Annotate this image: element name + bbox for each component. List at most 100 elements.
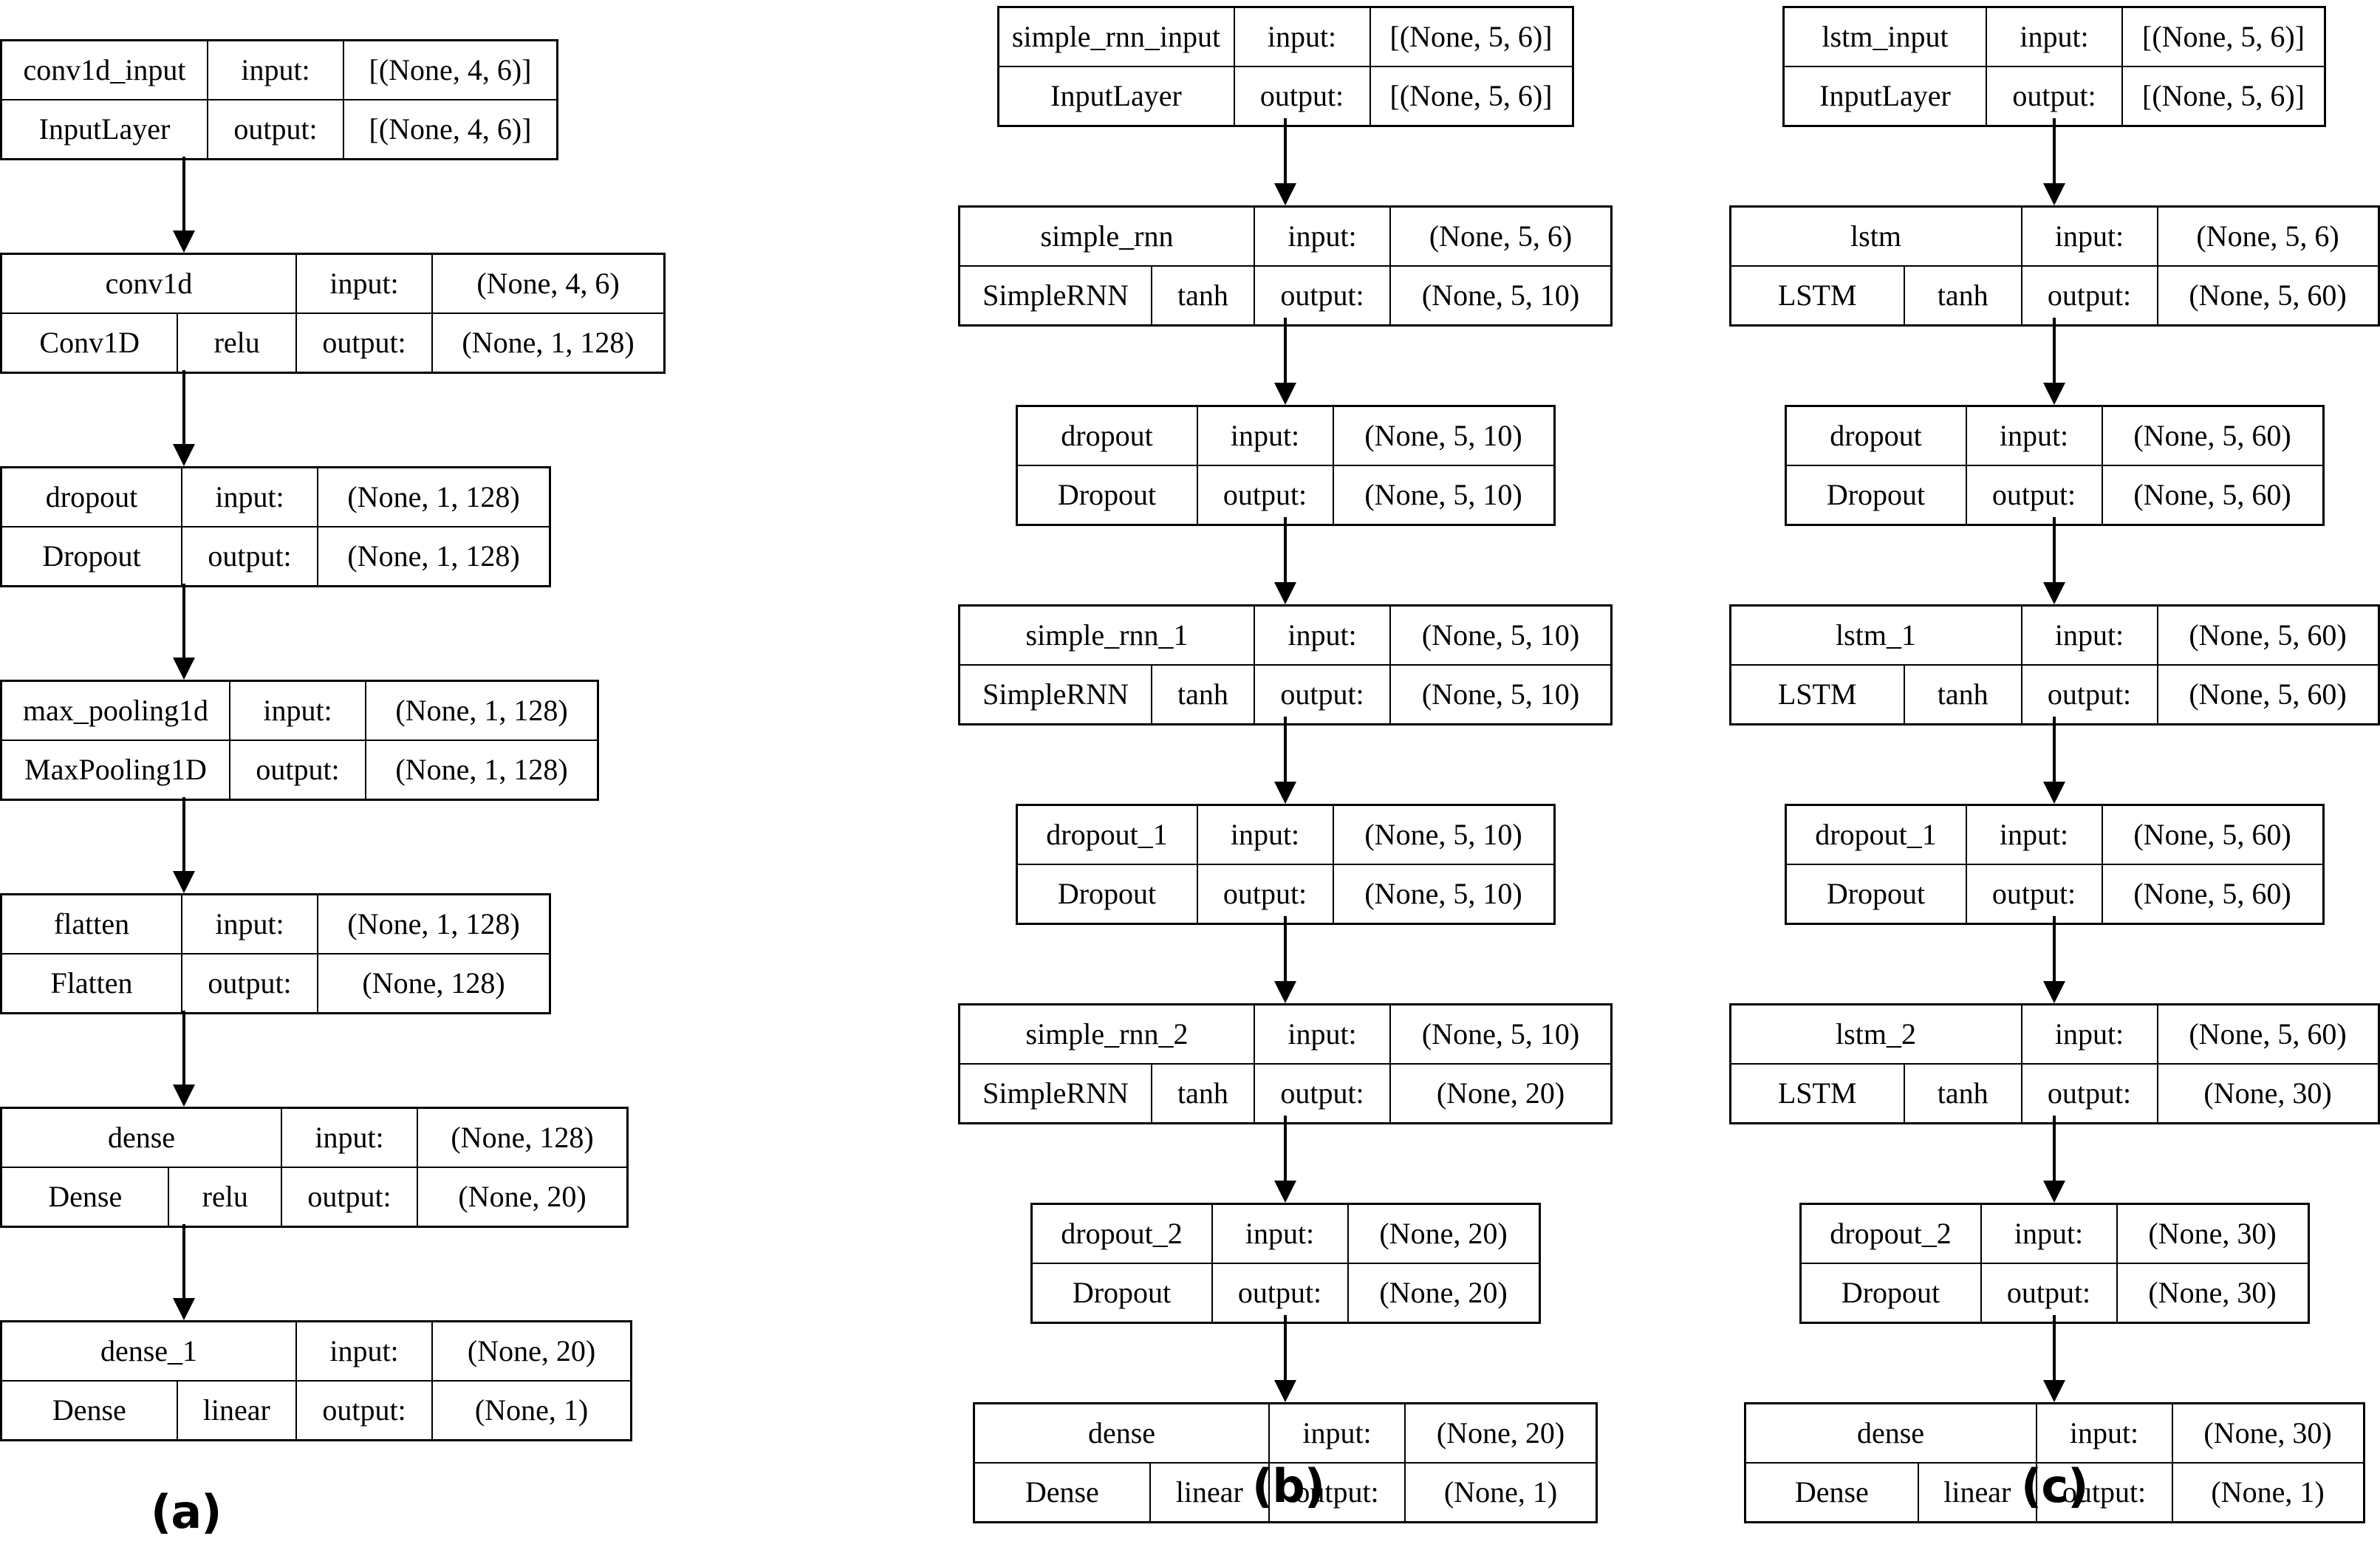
layer-class: SimpleRNN: [958, 664, 1152, 725]
output-label: output:: [1986, 66, 2123, 127]
layer-class: Dropout: [1030, 1263, 1213, 1324]
layer-name: simple_rnn_1: [958, 604, 1255, 666]
layer-activation: relu: [177, 313, 297, 374]
flow-arrow: [1728, 1315, 2380, 1402]
arrow-head: [2043, 183, 2065, 205]
input-label: input:: [1254, 205, 1391, 267]
flow-arrow: [827, 1116, 1714, 1203]
input-label: input:: [207, 39, 344, 100]
input-shape: (None, 1, 128): [365, 680, 599, 741]
layer-class: Dropout: [1785, 465, 1967, 526]
layer-name: lstm_1: [1729, 604, 2022, 666]
output-shape: (None, 128): [317, 953, 551, 1014]
flow-arrow: [0, 1011, 813, 1107]
arrow-head: [1274, 1380, 1296, 1402]
arrow-shaft: [182, 157, 185, 232]
output-shape: [(None, 5, 6)]: [2121, 66, 2326, 127]
input-shape: (None, 1, 128): [317, 466, 551, 527]
output-shape: (None, 1, 128): [431, 313, 666, 374]
arrow-shaft: [1284, 916, 1287, 983]
layer-name: dropout_1: [1016, 804, 1198, 865]
arrow-head: [173, 1298, 195, 1320]
output-shape: [(None, 5, 6)]: [1369, 66, 1573, 127]
input-label: input:: [1268, 1402, 1406, 1464]
layer-name: dense: [1744, 1402, 2037, 1464]
flow-arrow: [827, 1315, 1714, 1402]
input-shape: (None, 5, 10): [1389, 604, 1613, 666]
output-shape: (None, 1): [1404, 1462, 1598, 1523]
output-shape: (None, 5, 60): [2156, 265, 2379, 327]
output-shape: (None, 5, 10): [1389, 664, 1613, 725]
arrow-head: [2043, 782, 2065, 804]
output-label: output:: [181, 953, 318, 1014]
output-label: output:: [1254, 664, 1391, 725]
input-shape: [(None, 5, 6)]: [1369, 6, 1573, 67]
layer-class: Dropout: [1799, 1263, 1982, 1324]
arrow-shaft: [2053, 1315, 2056, 1382]
layer-name: simple_rnn_input: [997, 6, 1235, 67]
output-shape: (None, 20): [417, 1167, 629, 1228]
output-label: output:: [1965, 465, 2103, 526]
input-label: input:: [2020, 1003, 2158, 1065]
layer-class: Dense: [973, 1462, 1151, 1523]
output-label: output:: [295, 313, 433, 374]
layer-activation: tanh: [1150, 1063, 1256, 1124]
output-shape: (None, 1, 128): [317, 526, 551, 587]
output-label: output:: [1254, 1063, 1391, 1124]
output-shape: (None, 1): [431, 1380, 632, 1441]
input-label: input:: [181, 466, 318, 527]
input-label: input:: [1233, 6, 1371, 67]
arrow-shaft: [182, 584, 185, 659]
layer-class: Dropout: [1016, 465, 1198, 526]
layer-class: Dropout: [0, 526, 182, 587]
layer-name: simple_rnn_2: [958, 1003, 1255, 1065]
arrow-shaft: [2053, 1116, 2056, 1182]
layer-class: Dense: [1743, 1462, 1920, 1523]
output-label: output:: [1233, 66, 1371, 127]
arrow-shaft: [1284, 717, 1287, 783]
arrow-head: [1274, 1181, 1296, 1203]
flow-arrow: [0, 584, 813, 680]
arrow-shaft: [182, 370, 185, 445]
input-shape: (None, 5, 60): [2101, 405, 2324, 466]
layer-class: MaxPooling1D: [0, 740, 230, 801]
arrow-head: [173, 230, 195, 253]
input-shape: [(None, 5, 6)]: [2121, 6, 2326, 67]
layer-name: dropout_2: [1030, 1203, 1213, 1264]
layer-class: Conv1D: [0, 313, 179, 374]
arrow-shaft: [2053, 118, 2056, 185]
layer-name: conv1d: [0, 253, 297, 314]
output-label: output:: [1980, 1263, 2118, 1324]
arrow-head: [173, 1085, 195, 1107]
